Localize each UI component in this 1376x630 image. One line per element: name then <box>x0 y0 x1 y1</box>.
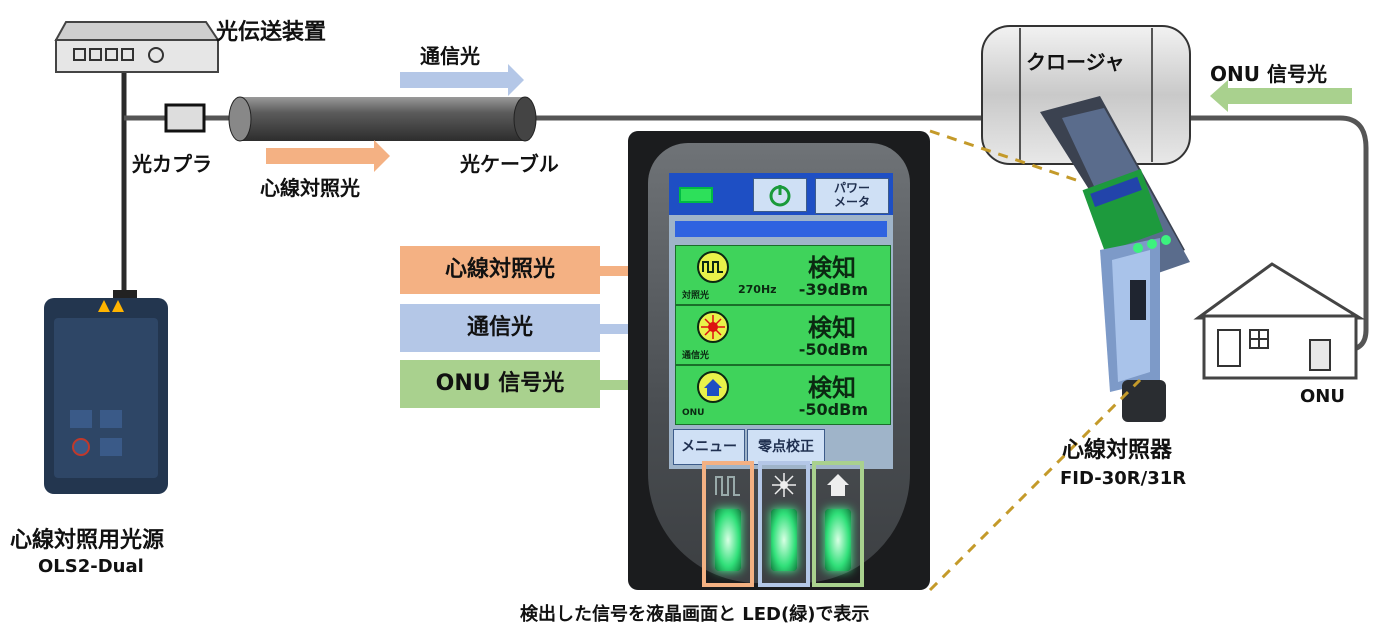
comm-light-label: 通信光 <box>420 44 480 68</box>
power-meter-button[interactable]: パワー メータ <box>815 178 889 214</box>
core-light-label: 心線対照光 <box>260 176 360 200</box>
cable-label: 光ケーブル <box>460 152 559 176</box>
pulse-glyph-icon <box>715 476 740 496</box>
lcd-row-comm: 検知 -50dBm 通信光 <box>675 305 891 365</box>
legend-onu: ONU 信号光 <box>400 360 600 408</box>
source-name: 心線対照用光源 <box>10 528 165 553</box>
lcd-row-onu-status: 検知 <box>808 374 856 402</box>
onu-label: ONU <box>1300 386 1345 407</box>
battery-icon <box>679 187 713 203</box>
lcd-row-onu-value: -50dBm <box>798 400 868 419</box>
light-source-device <box>44 290 168 494</box>
led-comm-frame <box>758 461 810 587</box>
led-onu <box>825 509 851 571</box>
lcd-row-core-status: 検知 <box>808 254 856 282</box>
laser-icon <box>697 311 729 343</box>
transmitter-device <box>54 21 220 73</box>
led-onu-frame <box>812 461 864 587</box>
transmitter-label: 光伝送装置 <box>216 20 327 45</box>
lcd-row-core-sub: 対照光 <box>682 291 710 301</box>
lcd-row-onu-sub: ONU <box>682 408 705 418</box>
legend-core-label: 心線対照光 <box>444 257 555 282</box>
legend-core: 心線対照光 <box>400 246 600 294</box>
home-icon <box>697 371 729 403</box>
led-core-frame <box>702 461 754 587</box>
core-arrow-top <box>266 140 390 172</box>
house-icon <box>1193 262 1366 380</box>
callout-line-top <box>929 129 1083 184</box>
power-button[interactable] <box>753 178 807 212</box>
power-icon <box>769 185 791 207</box>
led-comm <box>771 509 797 571</box>
identifier-screen-closeup: パワー メータ 検知 270Hz -39dBm 対照光 検知 -50dBm 通信… <box>628 131 930 590</box>
source-model: OLS2-Dual <box>38 556 144 577</box>
led-core <box>715 509 741 571</box>
laser-glyph-icon <box>772 473 796 497</box>
lcd-row-comm-sub: 通信光 <box>682 351 710 361</box>
onu-arrow-top <box>1210 80 1352 112</box>
coupler-box <box>164 103 206 133</box>
legend-onu-label: ONU 信号光 <box>435 371 565 396</box>
lcd-row-comm-value: -50dBm <box>798 340 868 359</box>
lcd-row-core-freq: 270Hz <box>738 283 777 296</box>
lcd-status-strip <box>675 221 887 237</box>
caption: 検出した信号を液晶画面と LED(緑)で表示 <box>520 604 870 625</box>
lcd-row-core: 検知 270Hz -39dBm 対照光 <box>675 245 891 305</box>
zero-cal-button[interactable]: 零点校正 <box>747 429 825 465</box>
cable-cylinder <box>228 96 537 142</box>
identifier-device <box>1040 96 1190 422</box>
legend-comm-label: 通信光 <box>466 315 533 340</box>
callout-line-bottom <box>928 378 1142 592</box>
lcd-row-comm-status: 検知 <box>808 314 856 342</box>
identifier-model: FID-30R/31R <box>1060 468 1187 489</box>
coupler-label: 光カプラ <box>132 152 212 176</box>
pulse-icon <box>697 251 729 283</box>
menu-button[interactable]: メニュー <box>673 429 745 465</box>
home-glyph-icon <box>827 474 849 496</box>
closure-label: クロージャ <box>1026 50 1125 74</box>
comm-arrow-top <box>400 64 524 96</box>
lcd-row-onu: 検知 -50dBm ONU <box>675 365 891 425</box>
identifier-name: 心線対照器 <box>1062 438 1173 463</box>
lcd-row-core-value: -39dBm <box>798 280 868 299</box>
onu-signal-label: ONU 信号光 <box>1210 62 1327 86</box>
legend-comm: 通信光 <box>400 304 600 352</box>
lcd-header: パワー メータ <box>669 173 893 215</box>
lcd-screen: パワー メータ 検知 270Hz -39dBm 対照光 検知 -50dBm 通信… <box>669 173 893 469</box>
